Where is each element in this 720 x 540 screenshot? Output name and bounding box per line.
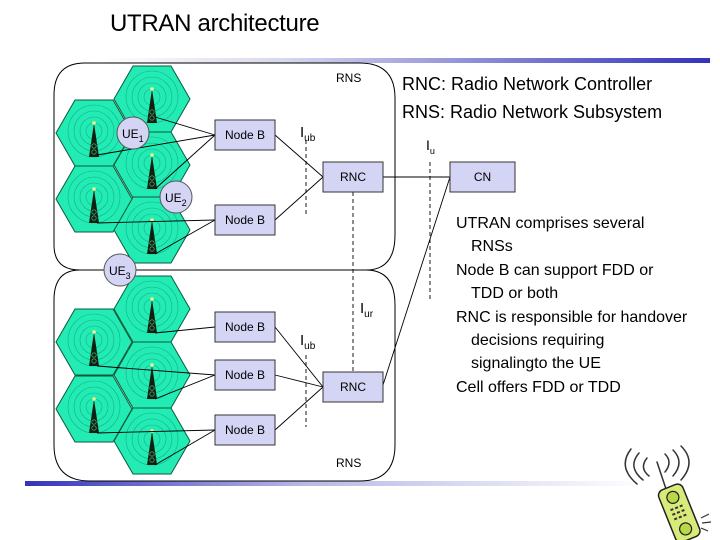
- core-network-label: CN: [474, 170, 491, 184]
- link-tower4-nodeb1: [96, 134, 216, 156]
- title-gradient-bar: [100, 58, 710, 63]
- rns-frame-upper: [53, 62, 396, 271]
- node-b-2: Node B: [214, 204, 276, 236]
- cell-tower-icon: [147, 153, 157, 189]
- bullet-item: Cell offers FDD or TDD: [456, 376, 720, 399]
- link-tower3-nodeb2: [154, 219, 216, 255]
- bullet-line: Node B can support FDD or: [456, 262, 654, 279]
- bullet-line: RNSs: [471, 238, 513, 255]
- ue-label: UE2: [165, 191, 187, 208]
- cell-tower-icon: [89, 397, 99, 433]
- ue-1: UE1: [116, 116, 150, 150]
- legend: RNC: Radio Network Controller RNS: Radio…: [402, 70, 662, 126]
- legend-rnc: RNC: Radio Network Controller: [402, 74, 653, 94]
- bullet-line: decisions requiring: [471, 332, 605, 349]
- node-b-3: Node B: [214, 311, 276, 343]
- bullet-line: signalingto the UE: [471, 355, 601, 372]
- bullet-line: RNC is responsible for handover: [456, 309, 688, 326]
- link-nodeb1-rnc: [274, 134, 324, 178]
- core-network: CN: [449, 161, 516, 193]
- cell-tower-icon: [147, 218, 157, 254]
- rns-frame-lower: [53, 269, 396, 482]
- ue-label: UE3: [109, 264, 131, 281]
- iu-label: Iu: [426, 137, 435, 156]
- cell-5: [55, 165, 133, 233]
- cell-8: [113, 407, 191, 475]
- iub-label-upper: Iub: [300, 124, 316, 144]
- rnc-lower-label: RNC: [340, 380, 366, 394]
- cell-3: [113, 196, 191, 264]
- cell-tower-icon: [89, 330, 99, 366]
- node-b-4-label: Node B: [225, 368, 265, 382]
- cell-7: [113, 341, 191, 409]
- link-tower2-nodeb1: [154, 134, 216, 190]
- ue-label: UE1: [122, 127, 144, 144]
- link-tower6-nodeb3: [154, 326, 216, 334]
- bullet-item: Node B can support FDD or TDD or both: [456, 259, 720, 305]
- cell-tower-icon: [147, 363, 157, 399]
- node-b-2-label: Node B: [225, 213, 265, 227]
- bullet-line: Cell offers FDD or TDD: [456, 379, 621, 396]
- node-b-5-label: Node B: [225, 423, 265, 437]
- ue-2: UE2: [159, 180, 193, 214]
- link-nodeb5-rnc: [274, 386, 324, 431]
- rns-label-upper: RNS: [336, 71, 361, 85]
- link-tower10-nodeb5: [96, 429, 216, 434]
- rnc-upper-label: RNC: [340, 170, 366, 184]
- cell-6: [113, 275, 191, 343]
- cell-tower-icon: [89, 121, 99, 157]
- cell-9: [55, 308, 133, 376]
- rnc-lower: RNC: [322, 371, 384, 403]
- slide-title: UTRAN architecture: [110, 10, 320, 37]
- rnc-upper: RNC: [322, 161, 384, 193]
- bullet-line: TDD or both: [471, 285, 559, 302]
- node-b-5: Node B: [214, 414, 276, 446]
- cell-10: [55, 375, 133, 443]
- iub-label-lower: Iub: [300, 332, 316, 352]
- bullet-item: RNC is responsible for handover decisions…: [456, 306, 720, 375]
- link-nodeb4-rnc: [274, 374, 324, 388]
- cell-1: [113, 65, 191, 133]
- iur-label: Iur: [360, 300, 374, 320]
- link-tower1-nodeb1: [154, 116, 216, 136]
- node-b-1: Node B: [214, 119, 276, 151]
- ue-3: UE3: [103, 253, 137, 287]
- cell-tower-icon: [147, 429, 157, 465]
- link-tower5-nodeb2: [96, 219, 216, 224]
- rns-label-lower: RNS: [336, 456, 361, 470]
- footer-gradient-bar: [25, 481, 645, 486]
- node-b-1-label: Node B: [225, 128, 265, 142]
- link-nodeb2-rnc: [274, 176, 324, 221]
- node-b-4: Node B: [214, 359, 276, 391]
- mobile-phone-clipart-icon: [624, 445, 712, 540]
- link-rnc-lower-cn: [382, 176, 451, 386]
- node-b-3-label: Node B: [225, 320, 265, 334]
- cell-tower-icon: [89, 187, 99, 223]
- cell-tower-icon: [147, 297, 157, 333]
- link-tower8-nodeb5: [154, 429, 216, 466]
- bullet-line: UTRAN comprises several: [456, 215, 645, 232]
- link-tower7-nodeb4: [154, 374, 216, 400]
- cell-tower-icon: [147, 87, 157, 123]
- link-nodeb3-rnc: [274, 326, 324, 388]
- legend-rns: RNS: Radio Network Subsystem: [402, 102, 663, 122]
- link-tower9-nodeb4: [96, 365, 216, 376]
